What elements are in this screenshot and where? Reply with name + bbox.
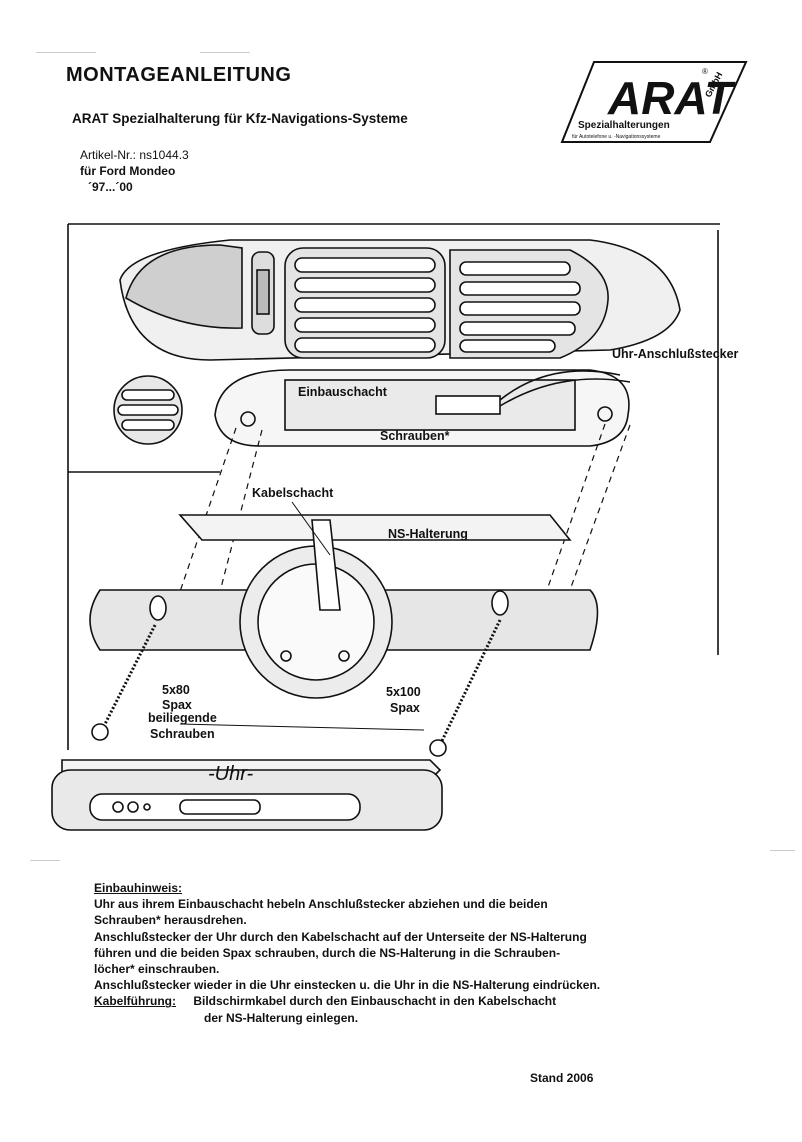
label-connector: Uhr-Anschlußstecker (612, 347, 739, 361)
mounting-diagram: Uhr-Anschlußstecker Einbauschacht Schrau… (51, 223, 739, 831)
label-holder: NS-Halterung (388, 527, 468, 541)
label-cable-channel: Kabelschacht (252, 486, 334, 500)
label-left-screw-size: 5x80 (162, 683, 190, 697)
page-subtitle: ARAT Spezialhalterung für Kfz-Navigation… (72, 111, 408, 126)
cable-routing-text-2: der NS-Halterung einlegen. (204, 1010, 359, 1025)
vehicle-model: für Ford Mondeo (80, 164, 176, 178)
logo-tagline: Spezialhalterungen (578, 120, 670, 131)
label-clock: -Uhr- (208, 763, 254, 785)
logo-subline: für Autotelefone u. -Navigationssysteme (572, 134, 661, 140)
document-stand: Stand 2006 (530, 1071, 594, 1085)
instruction-line: Anschlußstecker wieder in die Uhr einste… (94, 978, 601, 993)
label-screws: Schrauben* (380, 429, 450, 443)
instruction-line: Uhr aus ihrem Einbauschacht hebeln Ansch… (94, 897, 548, 912)
page-title: MONTAGEANLEITUNG (66, 64, 292, 86)
article-info: Artikel-Nr.: ns1044.3 für Ford Mondeo ´9… (80, 147, 189, 195)
cable-routing-text: Bildschirmkabel durch den Einbauschacht … (193, 994, 557, 1009)
label-included-2: Schrauben (150, 727, 215, 741)
arat-logo: ARAT ® GmbH Spezialhalterungen für Autot… (560, 61, 748, 143)
label-included-1: beiliegende (148, 711, 217, 725)
cable-routing-label: Kabelführung: (94, 994, 176, 1009)
instruction-line: führen und die beiden Spax schrauben, du… (94, 945, 561, 960)
label-shaft: Einbauschacht (298, 385, 388, 399)
logo-reg: ® (702, 67, 708, 76)
instruction-line: Anschlußstecker der Uhr durch den Kabels… (94, 929, 587, 944)
vehicle-years: ´97...´00 (88, 180, 133, 194)
cable-routing: Kabelführung: Bildschirmkabel durch den … (94, 993, 714, 1009)
label-right-screw-type: Spax (390, 701, 420, 715)
installation-instructions: Einbauhinweis: Uhr aus ihrem Einbauschac… (94, 880, 714, 1026)
instruction-line: Schrauben* herausdrehen. (94, 913, 247, 928)
label-right-screw-size: 5x100 (386, 685, 421, 699)
instructions-heading: Einbauhinweis: (94, 881, 183, 895)
instruction-line: löcher* einschrauben. (94, 962, 220, 977)
article-number: Artikel-Nr.: ns1044.3 (80, 148, 189, 162)
label-left-screw-type: Spax (162, 698, 192, 712)
logo-brand: ARAT (607, 72, 736, 124)
